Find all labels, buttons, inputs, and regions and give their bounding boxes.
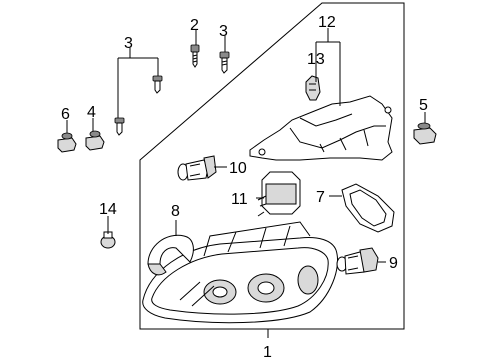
ring-8 xyxy=(147,234,194,276)
callout-14: 14 xyxy=(99,201,117,218)
nut-6 xyxy=(57,132,77,153)
bracket-clip xyxy=(305,75,321,101)
leader-lines xyxy=(66,28,426,263)
assembly-boundary xyxy=(139,2,405,330)
gasket-7 xyxy=(341,183,395,233)
callout-9: 9 xyxy=(389,255,398,272)
callout-2: 2 xyxy=(190,17,199,34)
screw-3-left-b xyxy=(114,117,125,136)
callout-10: 10 xyxy=(229,160,247,177)
callout-3-left: 3 xyxy=(124,35,133,52)
nut-4 xyxy=(85,130,105,151)
callout-12: 12 xyxy=(318,14,336,31)
igniter-11 xyxy=(257,171,301,217)
bulb-9 xyxy=(336,247,379,275)
callout-1: 1 xyxy=(263,344,272,360)
bulb-10 xyxy=(177,155,217,181)
bolt-2 xyxy=(190,44,200,68)
nut-5 xyxy=(413,122,437,145)
callout-8: 8 xyxy=(171,203,180,220)
callout-7: 7 xyxy=(316,189,325,206)
headlamp-bracket xyxy=(249,95,393,161)
plug-14 xyxy=(100,231,116,249)
screw-3-upper xyxy=(219,51,230,74)
callout-5: 5 xyxy=(419,97,428,114)
screw-3-left-a xyxy=(152,75,163,94)
callout-3-upper: 3 xyxy=(219,23,228,40)
callout-13: 13 xyxy=(307,51,325,68)
callout-11: 11 xyxy=(231,191,248,208)
callout-6: 6 xyxy=(61,106,70,123)
callout-4: 4 xyxy=(87,104,96,121)
